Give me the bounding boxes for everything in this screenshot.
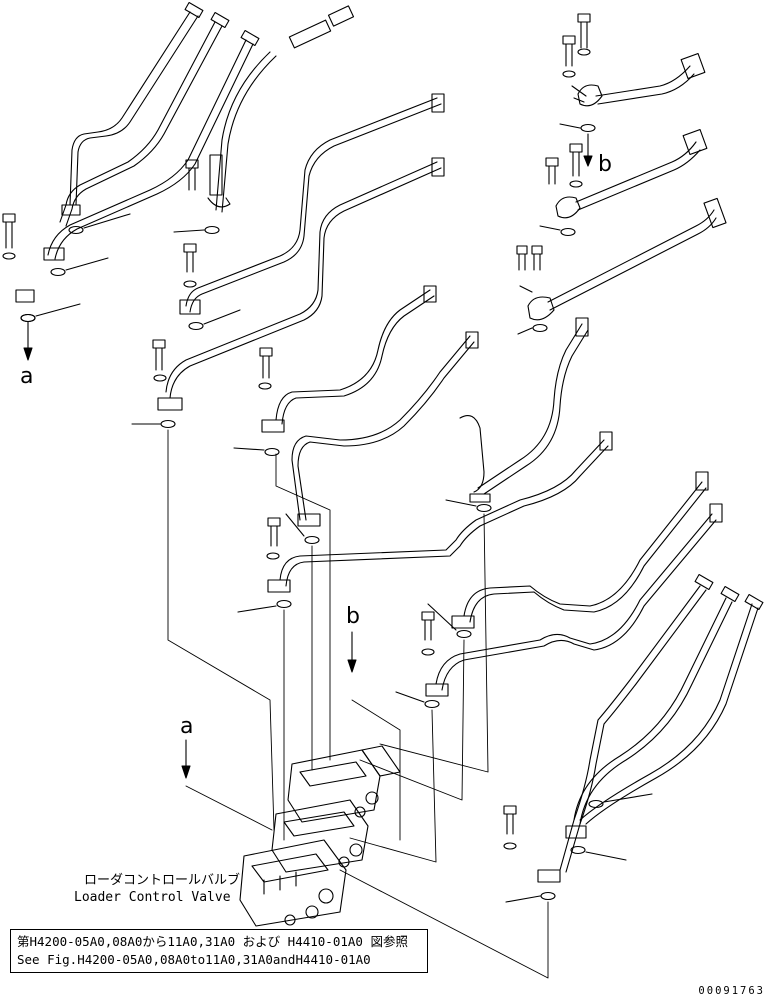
reference-note-jp: 第H4200-05A0,08A0から11A0,31A0 および H4410-01… [17, 934, 408, 949]
drawing-number: 00091763 [698, 985, 765, 997]
connection-lines [167, 429, 549, 979]
tube-bundle-top-left [43, 1, 355, 261]
callout-a-lower: a [180, 714, 194, 739]
bolt-assembly-far-left [2, 213, 36, 361]
tube-group-right [267, 317, 764, 883]
bolt-assembly-center [152, 159, 435, 656]
tube-group-center [157, 93, 479, 527]
callout-b-lower: b [346, 604, 360, 629]
reference-note-en: See Fig.H4200-05A0,08A0to11A0,31A0andH44… [17, 952, 371, 967]
valve-caption-en: Loader Control Valve [74, 890, 231, 905]
callout-arrows [181, 631, 357, 779]
o-ring-leaders [20, 123, 653, 903]
callout-a-left: a [20, 364, 34, 389]
tube-group-top-right [516, 13, 727, 321]
valve-caption-jp: ローダコントロールバルブ [84, 873, 241, 888]
loader-control-valve [239, 745, 401, 927]
callout-b-right: b [598, 152, 612, 177]
reference-note-box: 第H4200-05A0,08A0から11A0,31A0 および H4410-01… [10, 929, 428, 973]
